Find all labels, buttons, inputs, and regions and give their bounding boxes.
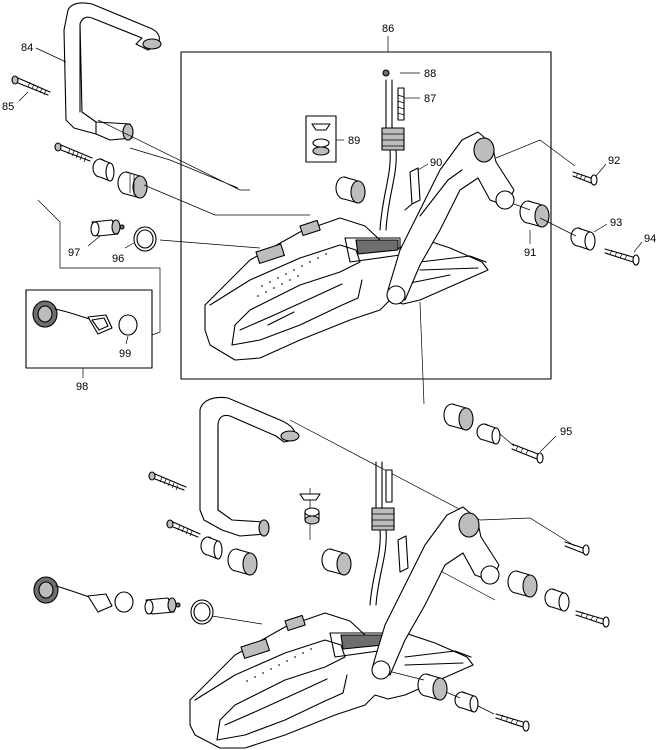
leaders-right <box>419 139 577 447</box>
washer-lower-95b <box>476 423 501 445</box>
damper-upper-inner <box>335 176 366 204</box>
damper-lower-right <box>507 570 538 598</box>
filter-89 <box>305 115 337 163</box>
front-handle-lower <box>199 396 300 537</box>
group-98-frame <box>25 289 153 369</box>
leader-lower-clamp <box>211 615 263 625</box>
callout-89: 89 <box>348 135 360 147</box>
bracket-lower <box>397 535 409 573</box>
sleeve-97 <box>90 219 125 237</box>
callout-88: 88 <box>424 68 436 80</box>
callout-96: 96 <box>112 253 124 265</box>
damper-lower-95a <box>443 403 474 431</box>
front-handle-84 <box>63 2 162 141</box>
screw-94 <box>604 248 640 266</box>
screw-95 <box>511 443 544 464</box>
damper-91 <box>519 200 550 228</box>
damper-left <box>117 171 148 199</box>
screw-lower-a <box>148 471 187 491</box>
washer-lower-bottom <box>454 691 479 713</box>
screw-88 <box>382 69 390 77</box>
callout-90: 90 <box>430 157 442 169</box>
callout-87: 87 <box>424 93 436 105</box>
damper-lower-inner <box>321 548 352 576</box>
callout-leaders <box>18 47 643 453</box>
cap-lower <box>33 576 113 613</box>
screw-lower-bottom <box>495 713 530 732</box>
screw-handle-lower <box>54 142 93 163</box>
callout-93: 93 <box>610 217 622 229</box>
bracket-90 <box>404 167 421 211</box>
gasket-99 <box>118 314 138 336</box>
clamp-lower <box>190 599 214 625</box>
washer-lower-left <box>200 536 223 560</box>
fuel-pickup-lower <box>369 461 395 606</box>
callout-99: 99 <box>119 348 131 360</box>
callout-97: 97 <box>68 247 80 259</box>
washer-93 <box>570 227 596 251</box>
clamp-96 <box>133 226 157 252</box>
damper-lower-bottom <box>417 673 448 701</box>
callout-86: 86 <box>382 23 394 35</box>
assembly-86-frame <box>180 51 552 380</box>
callout-91: 91 <box>524 247 536 259</box>
callout-98: 98 <box>76 381 88 393</box>
callout-85: 85 <box>2 101 14 113</box>
callout-94: 94 <box>644 233 656 245</box>
screw-lower-right-a <box>564 541 590 556</box>
washer-lower-right <box>544 588 570 612</box>
filter-lower <box>299 493 321 525</box>
rear-handle-arm-lower <box>371 506 500 680</box>
tank-housing-upper <box>204 217 489 361</box>
gasket-lower <box>114 591 134 613</box>
cap-assembly-98 <box>32 300 113 335</box>
sleeve-lower <box>144 597 181 615</box>
fuel-pickup-87 <box>379 79 405 231</box>
callout-95: 95 <box>560 426 572 438</box>
callout-92: 92 <box>608 155 620 167</box>
rear-handle-arm-upper <box>386 131 515 305</box>
damper-lower-left <box>227 548 258 576</box>
screw-85 <box>11 75 51 96</box>
screw-lower-right-b <box>575 610 610 628</box>
callout-84: 84 <box>21 42 33 54</box>
screw-92 <box>572 171 598 186</box>
screw-lower-b <box>166 519 201 538</box>
leaders-left <box>37 119 310 336</box>
leaders-lower-bottom <box>391 671 495 715</box>
washer-left <box>92 158 115 182</box>
